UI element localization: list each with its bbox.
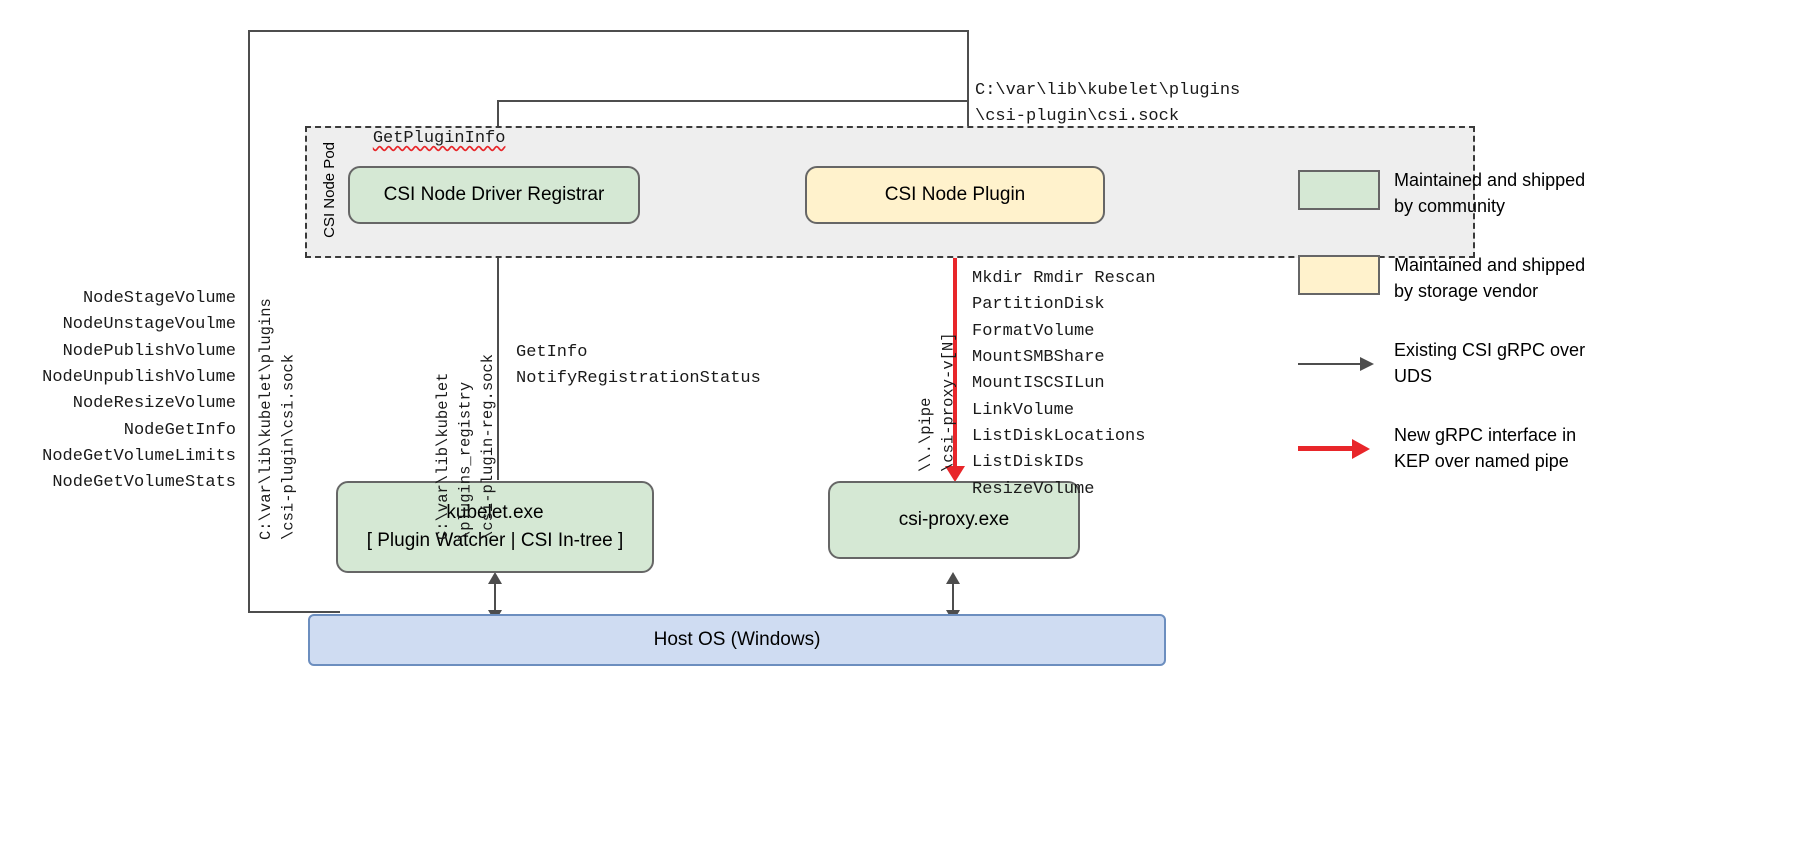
csi-node-method-3: NodeUnpublishVolume	[42, 368, 236, 388]
connector-csiproxy-hostos	[952, 582, 954, 614]
arrow-head-into-csi-proxy	[945, 466, 965, 482]
node-kubelet-exe-label-line1: kubelet.exe	[446, 502, 544, 524]
csi-node-method-5: NodeGetInfo	[123, 420, 236, 440]
csi-node-method-7: NodeGetVolumeStats	[52, 473, 236, 493]
csi-proxy-method-8: ResizeVolume	[972, 479, 1095, 499]
node-kubelet-exe[interactable]: kubelet.exe [ Plugin Watcher | CSI In-tr…	[336, 481, 654, 573]
connector-kubelet-left-riser	[248, 30, 250, 613]
legend-grey-arrow-head	[1360, 357, 1374, 372]
legend-grey-arrow-icon	[1298, 354, 1380, 374]
label-named-pipe-vertical: \\.\pipe \csi-proxy-v[N]	[917, 332, 958, 472]
connector-kubelet-left	[248, 611, 340, 613]
node-host-os[interactable]: Host OS (Windows)	[308, 614, 1166, 666]
connector-top-rail-inner	[497, 100, 968, 102]
csi-proxy-method-5: LinkVolume	[972, 400, 1075, 420]
arrow-head-kubelet-up	[488, 572, 502, 584]
csi-node-method-1: NodeUnstageVoulme	[62, 315, 236, 335]
label-plugins-registry-path-vertical: C:\var\lib\kubelet \plugins_registry \cs…	[434, 353, 497, 540]
csi-proxy-method-0: Mkdir Rmdir Rescan	[972, 269, 1156, 288]
csi-node-method-0: NodeStageVolume	[82, 289, 236, 308]
connector-top-rail-outer	[248, 30, 968, 32]
legend-label-new-grpc-kep: New gRPC interface in KEP over named pip…	[1394, 425, 1577, 471]
csi-proxy-method-6: ListDiskLocations	[972, 427, 1146, 447]
csi-proxy-method-7: ListDiskIDs	[972, 453, 1085, 473]
connector-registrar-kubelet	[497, 232, 499, 480]
legend-swatch-cell-storage-vendor	[1298, 253, 1394, 296]
legend-swatch-yellow-icon	[1298, 255, 1380, 296]
legend-swatch-cell-new-grpc	[1298, 423, 1394, 460]
node-csi-node-driver-registrar[interactable]: CSI Node Driver Registrar	[348, 166, 640, 224]
csi-node-method-2: NodePublishVolume	[62, 341, 236, 361]
legend-label-storage-vendor: Maintained and shipped by storage vendor	[1394, 255, 1586, 301]
connector-plugin-drop	[967, 30, 969, 162]
legend-item-new-grpc-kep: New gRPC interface in KEP over named pip…	[1298, 423, 1628, 474]
label-get-plugin-info: GetPluginInfo	[332, 100, 506, 179]
legend-swatch-cell-existing-grpc	[1298, 338, 1394, 374]
legend-item-existing-csi-grpc: Existing CSI gRPC over UDS	[1298, 338, 1628, 389]
csi-node-method-6: NodeGetVolumeLimits	[42, 447, 236, 467]
label-get-plugin-info-text: GetPluginInfo	[372, 129, 506, 149]
legend-item-community: Maintained and shipped by community	[1298, 168, 1628, 219]
legend-red-arrow-icon	[1298, 439, 1380, 460]
node-kubelet-exe-label-line2: [ Plugin Watcher | CSI In-tree ]	[366, 530, 624, 551]
legend-grey-arrow-shaft	[1298, 363, 1364, 366]
node-csi-node-driver-registrar-label: CSI Node Driver Registrar	[383, 184, 605, 206]
legend: Maintained and shipped by community Main…	[1298, 168, 1628, 508]
csi-proxy-method-1: PartitionDisk	[972, 295, 1105, 315]
legend-red-arrow-shaft	[1298, 446, 1356, 452]
node-csi-proxy-exe[interactable]: csi-proxy.exe	[828, 481, 1080, 559]
label-plugin-socket-path: C:\var\lib\kubelet\plugins \csi-plugin\c…	[975, 81, 1241, 127]
node-csi-node-plugin[interactable]: CSI Node Plugin	[805, 166, 1105, 224]
csi-node-method-4: NodeResizeVolume	[72, 394, 236, 414]
node-csi-proxy-exe-label: csi-proxy.exe	[898, 509, 1010, 531]
csi-proxy-method-2: FormatVolume	[972, 321, 1095, 341]
legend-item-storage-vendor: Maintained and shipped by storage vendor	[1298, 253, 1628, 304]
csi-proxy-method-3: MountSMBShare	[972, 348, 1105, 368]
legend-red-arrow-head	[1352, 439, 1370, 460]
legend-swatch-cell-community	[1298, 168, 1394, 210]
arrow-head-csiproxy-up	[946, 572, 960, 584]
label-kubelet-plugin-socket-path-vertical: C:\var\lib\kubelet\plugins \csi-plugin\c…	[257, 298, 298, 540]
legend-label-community: Maintained and shipped by community	[1394, 170, 1586, 216]
node-host-os-label: Host OS (Windows)	[653, 629, 821, 651]
legend-swatch-green-icon	[1298, 170, 1380, 210]
connector-plugin-csiproxy-red	[953, 224, 957, 475]
legend-label-existing-csi-grpc: Existing CSI gRPC over UDS	[1394, 340, 1586, 386]
connector-kubelet-hostos	[494, 582, 496, 614]
csi-proxy-method-4: MountISCSILun	[972, 374, 1105, 394]
label-registrar-calls: GetInfo NotifyRegistrationStatus	[516, 343, 761, 389]
node-csi-node-plugin-label: CSI Node Plugin	[884, 184, 1026, 206]
